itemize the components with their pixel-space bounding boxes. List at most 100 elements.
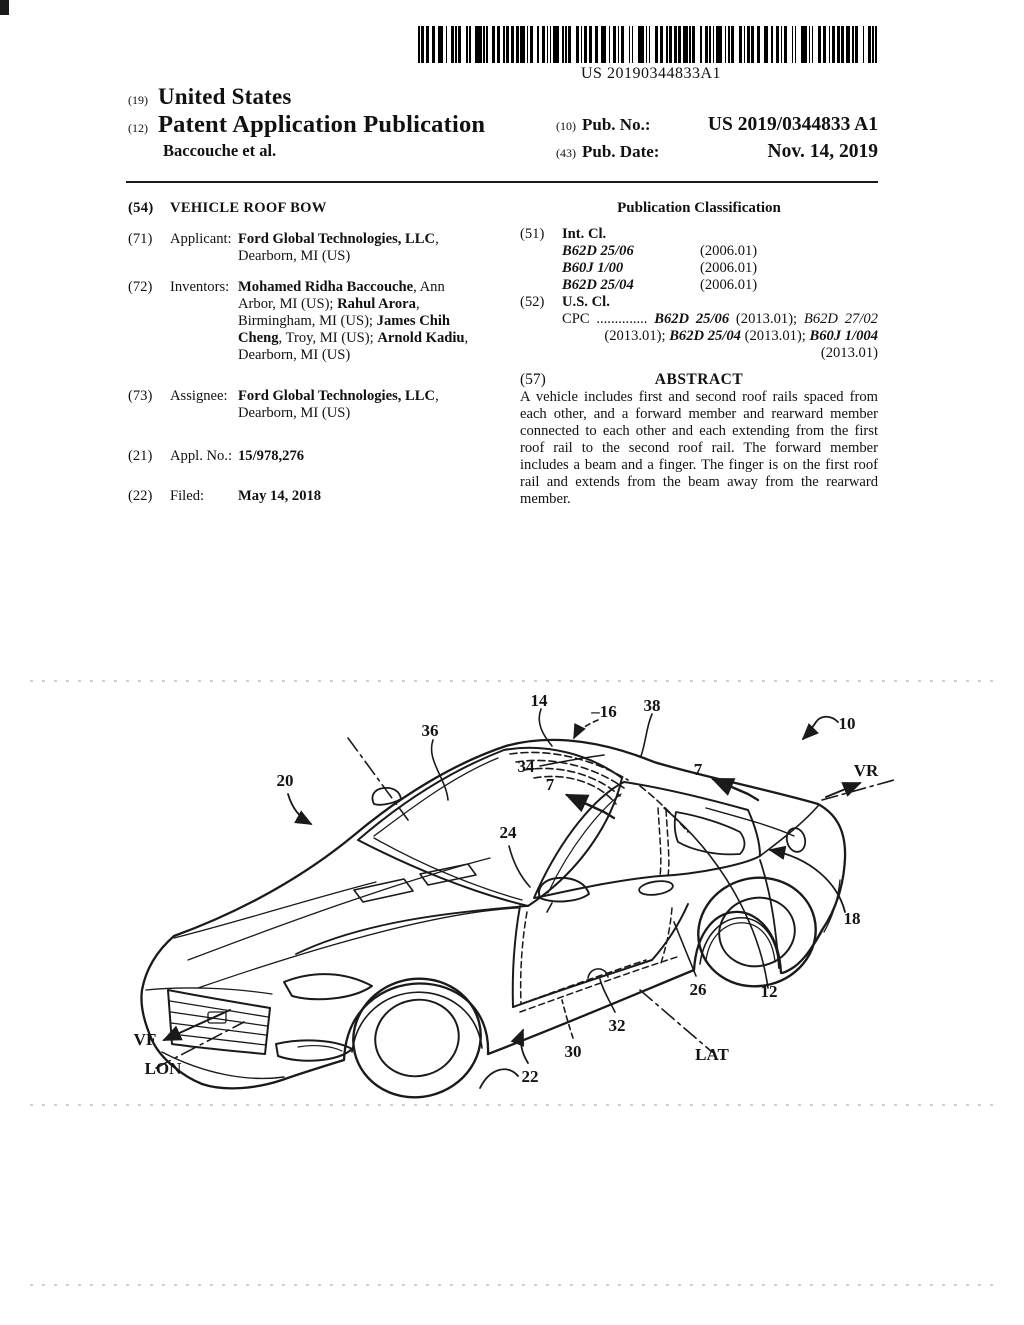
appl-no-value: 15/978,276: [238, 448, 305, 464]
pub-date-label: Pub. Date:: [582, 142, 660, 161]
assignee-value: Ford Global Technologies, LLC,Dearborn, …: [238, 388, 490, 422]
figure-ref-label: 14: [530, 691, 548, 710]
int-cl-row: B62D 25/06(2006.01): [562, 243, 758, 259]
cpc-codes: CPC .............. B62D 25/06 (2013.01);…: [520, 311, 878, 362]
barcode: US 20190344833A1: [418, 26, 884, 83]
text-line: Arbor, MI (US); Rahul Arora,: [238, 296, 420, 312]
int-cl-row: B62D 25/04(2006.01): [562, 277, 758, 293]
figure-ref-label: –16: [591, 702, 617, 721]
figure-ref-label: 10: [838, 714, 856, 733]
figure-ref-label: VR: [853, 761, 879, 780]
invention-title-row: (54) VEHICLE ROOF BOW: [128, 200, 490, 217]
int-cl-rows: B62D 25/06(2006.01)B60J 1/00(2006.01)B62…: [520, 243, 878, 294]
figure-ref-label: 34: [517, 757, 535, 776]
pub-no-label: Pub. No.:: [582, 115, 651, 134]
pub-info: (10) Pub. No.: US 2019/0344833 A1 (43) P…: [556, 114, 878, 163]
side-mirror: [371, 786, 590, 913]
driver-door: [511, 880, 689, 1013]
text-line: Ford Global Technologies, LLC,: [238, 231, 439, 247]
applicant-value: Ford Global Technologies, LLC,Dearborn, …: [238, 231, 490, 265]
country-row: (19) United States: [128, 84, 878, 110]
appl-no-label: Appl. No.:: [170, 448, 233, 464]
invention-title: VEHICLE ROOF BOW: [170, 200, 327, 216]
barcode-bars: [418, 26, 884, 63]
rear-wheel: [697, 876, 817, 988]
front-wheel: [352, 977, 482, 1099]
figure-ref-label: 36: [421, 721, 439, 740]
filed-row: (22) Filed: May 14, 2018: [128, 488, 490, 505]
field-code-73: (73): [128, 388, 153, 404]
axis-lines: [155, 737, 895, 1069]
abstract-heading-row: (57) ABSTRACT: [520, 371, 878, 388]
author-citation: Baccouche et al.: [163, 141, 277, 160]
field-code-71: (71): [128, 231, 153, 247]
assignee-row: (73) Assignee: Ford Global Technologies,…: [128, 388, 490, 422]
applicant-row: (71) Applicant: Ford Global Technologies…: [128, 231, 490, 265]
field-code-12: (12): [128, 121, 148, 135]
int-cl-row: B60J 1/00(2006.01): [562, 260, 758, 276]
abstract-heading: ABSTRACT: [654, 371, 744, 388]
figure-ref-label: 24: [499, 823, 517, 842]
publication-classification-heading: Publication Classification: [617, 200, 781, 216]
figure-ref-label: 38: [643, 696, 661, 715]
figure-ref-label: 22: [521, 1067, 539, 1086]
field-code-19: (19): [128, 93, 148, 107]
int-cl-label: Int. Cl.: [562, 226, 607, 242]
scan-artifact-mark: [0, 0, 9, 15]
barcode-number: US 20190344833A1: [580, 65, 721, 82]
figure-ref-label: LAT: [695, 1045, 729, 1064]
classification-column: Publication Classification (51) Int. Cl.…: [520, 197, 878, 508]
text-line: Dearborn, MI (US): [238, 347, 351, 363]
fuel-door: [785, 827, 807, 853]
text-line: Mohamed Ridha Baccouche, Ann: [238, 279, 445, 295]
appl-no-row: (21) Appl. No.: 15/978,276: [128, 448, 490, 465]
text-line: (2013.01); B62D 25/04 (2013.01); B60J 1/…: [604, 328, 878, 344]
publication-kind: Patent Application Publication: [158, 111, 486, 138]
text-line: Dearborn, MI (US): [238, 405, 351, 421]
figure-ref-label: 26: [689, 980, 707, 999]
abstract-text: A vehicle includes first and second roof…: [520, 389, 878, 507]
text-line: Cheng, Troy, MI (US); Arnold Kadiu,: [238, 330, 469, 346]
figure-ref-label: 12: [760, 982, 778, 1001]
figure-ref-label: VF: [133, 1030, 157, 1049]
text-line: CPC .............. B62D 25/06 (2013.01);…: [562, 311, 878, 327]
text-line: Ford Global Technologies, LLC,: [238, 388, 439, 404]
figure-ref-label: 7: [693, 760, 703, 779]
field-code-51: (51): [520, 226, 545, 242]
filed-label: Filed:: [170, 488, 205, 504]
text-line: Birmingham, MI (US); James Chih: [238, 313, 451, 329]
bibliographic-column: (54) VEHICLE ROOF BOW (71) Applicant: Fo…: [128, 197, 490, 505]
kind-row: (12) Patent Application Publication: [128, 111, 878, 139]
pub-no-row: (10) Pub. No.: US 2019/0344833 A1: [556, 114, 878, 136]
windshield: [357, 746, 623, 907]
assignee-label: Assignee:: [170, 388, 228, 404]
field-code-52: (52): [520, 294, 545, 310]
text-line: Dearborn, MI (US): [238, 248, 351, 264]
field-code-57: (57): [520, 371, 546, 388]
text-line: (2013.01): [820, 345, 878, 361]
car-body: [140, 738, 847, 1090]
field-code-43: (43): [556, 146, 576, 160]
int-cl-heading-row: (51) Int. Cl.: [520, 226, 878, 243]
us-cl-heading-row: (52) U.S. Cl.: [520, 294, 878, 311]
reference-leaders: [287, 708, 846, 1064]
pub-no-value: US 2019/0344833 A1: [707, 114, 878, 135]
field-code-10: (10): [556, 119, 576, 133]
applicant-label: Applicant:: [170, 231, 232, 247]
country-name: United States: [158, 84, 292, 109]
side-glass: [533, 781, 761, 899]
pub-date-row: (43) Pub. Date: Nov. 14, 2019: [556, 141, 878, 163]
pub-date-value: Nov. 14, 2019: [767, 141, 878, 162]
figure-ref-label: 32: [608, 1016, 626, 1035]
field-code-72: (72): [128, 279, 153, 295]
figure-ref-label: LON: [144, 1059, 182, 1078]
figure-ref-label: 18: [843, 909, 861, 928]
figure-ref-label: 20: [276, 771, 294, 790]
inventors-row: (72) Inventors: Mohamed Ridha Baccouche,…: [128, 279, 490, 364]
inventors-label: Inventors:: [170, 279, 230, 295]
field-code-22: (22): [128, 488, 153, 504]
filed-value: May 14, 2018: [238, 488, 322, 504]
